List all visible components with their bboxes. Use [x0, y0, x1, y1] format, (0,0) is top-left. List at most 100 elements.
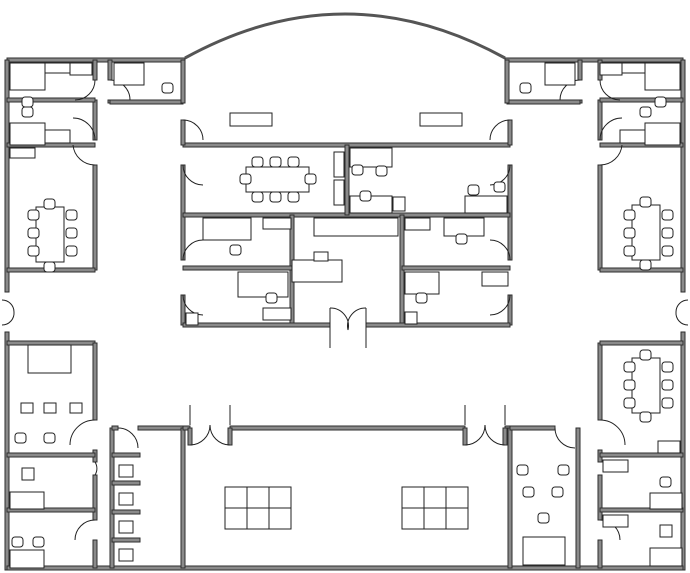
desk: [649, 492, 683, 510]
desk: [44, 62, 71, 74]
desk: [9, 62, 46, 91]
table: [246, 486, 270, 509]
chair: [661, 361, 674, 373]
furniture: [9, 62, 683, 569]
chair: [661, 227, 674, 239]
wall: [180, 119, 186, 146]
door-swing: [464, 424, 486, 446]
wall: [109, 99, 184, 105]
desk: [202, 217, 252, 241]
cabinet: [185, 312, 199, 326]
chair: [251, 156, 264, 168]
cabinet: [404, 311, 418, 325]
table: [401, 486, 425, 509]
door-swing: [347, 307, 367, 348]
chair: [639, 411, 652, 423]
chair: [359, 190, 372, 202]
wall: [680, 331, 686, 571]
wall: [180, 427, 186, 569]
door-swing: [599, 79, 621, 101]
door-swing: [554, 427, 576, 449]
table: [268, 507, 292, 530]
wall: [182, 322, 331, 328]
door-swing: [1, 299, 15, 326]
door-swing: [675, 299, 689, 326]
chair: [27, 209, 40, 221]
chair: [287, 156, 300, 168]
door-swing: [489, 119, 511, 141]
wall: [680, 59, 686, 293]
chair: [415, 292, 428, 304]
chair: [623, 361, 636, 373]
door-swing: [599, 419, 626, 446]
wall: [182, 265, 293, 271]
chair: [27, 227, 40, 239]
toilet: [118, 548, 134, 562]
table: [268, 486, 292, 509]
chair: [21, 106, 34, 118]
walls: [4, 57, 686, 571]
desk: [481, 271, 509, 287]
chair: [43, 402, 57, 414]
wall: [187, 427, 193, 446]
door-swing: [484, 424, 506, 446]
chair: [21, 467, 35, 481]
chair: [519, 82, 532, 94]
chair: [661, 379, 674, 391]
chair: [43, 432, 56, 444]
wall: [599, 340, 684, 346]
chair: [661, 397, 674, 409]
desk: [464, 195, 508, 214]
conference-table: [631, 204, 661, 261]
bench: [419, 112, 463, 127]
chair: [623, 245, 636, 257]
door-swing: [489, 239, 511, 261]
wall: [597, 539, 603, 569]
wall: [509, 425, 556, 431]
wall: [577, 59, 583, 81]
wall: [111, 509, 141, 515]
table: [401, 507, 425, 530]
door-swing: [182, 294, 204, 316]
chair: [522, 486, 535, 498]
wall: [227, 427, 233, 446]
wall: [599, 97, 684, 103]
chair: [623, 209, 636, 221]
wall: [4, 59, 10, 293]
chair: [493, 181, 506, 193]
chair: [551, 486, 564, 498]
chair: [65, 245, 78, 257]
wall: [597, 474, 603, 521]
chair: [21, 96, 34, 108]
wall: [92, 99, 98, 141]
toilet: [118, 464, 134, 478]
wall: [137, 425, 184, 431]
desk: [619, 62, 646, 74]
wall: [92, 59, 98, 81]
chair: [639, 349, 652, 361]
desk: [291, 259, 343, 283]
chair: [467, 184, 480, 196]
wall: [4, 331, 10, 571]
chair: [654, 96, 667, 108]
desk: [262, 307, 292, 321]
wall: [599, 507, 684, 513]
wall: [6, 340, 96, 346]
desk: [404, 217, 431, 231]
chair: [239, 173, 252, 185]
door-swing: [599, 117, 623, 141]
wall: [6, 565, 684, 571]
desk: [602, 514, 629, 528]
door-swing: [489, 294, 511, 316]
chair: [351, 164, 364, 176]
door-swing: [117, 427, 139, 449]
table: [423, 507, 447, 530]
chair: [516, 464, 529, 476]
chair: [639, 259, 652, 271]
chair: [313, 251, 329, 262]
wall: [575, 427, 581, 569]
chair: [251, 191, 264, 203]
door-swing: [74, 519, 96, 541]
wall: [6, 97, 96, 103]
cabinet: [333, 151, 345, 178]
